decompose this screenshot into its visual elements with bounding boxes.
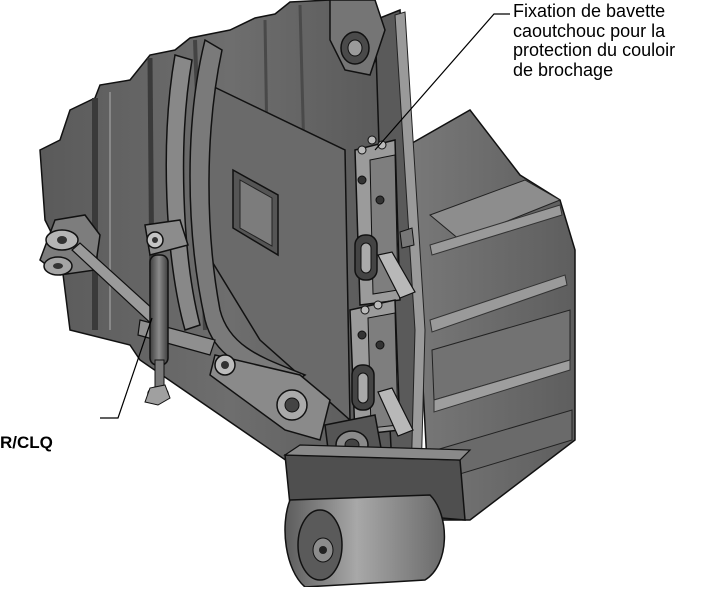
callout-line: protection du couloir <box>513 40 676 60</box>
linkage-arm <box>209 354 331 441</box>
callout-rubber-flap-fixation: Fixation de bavette caoutchouc pour la p… <box>513 1 676 80</box>
callout-part-code: R/CLQ <box>0 433 53 452</box>
lever-arm <box>165 38 307 386</box>
callout-line: de brochage <box>513 59 614 80</box>
callout-line: caoutchouc pour la <box>513 20 666 41</box>
gas-spring <box>144 219 189 406</box>
top-bracket <box>329 0 386 76</box>
roller-wheel <box>284 494 446 588</box>
upper-latch-assembly <box>354 135 416 306</box>
right-housing <box>399 109 576 521</box>
callout-line: Fixation de bavette <box>513 1 666 21</box>
lower-latch-assembly <box>349 299 414 437</box>
leader-lines <box>100 13 510 419</box>
